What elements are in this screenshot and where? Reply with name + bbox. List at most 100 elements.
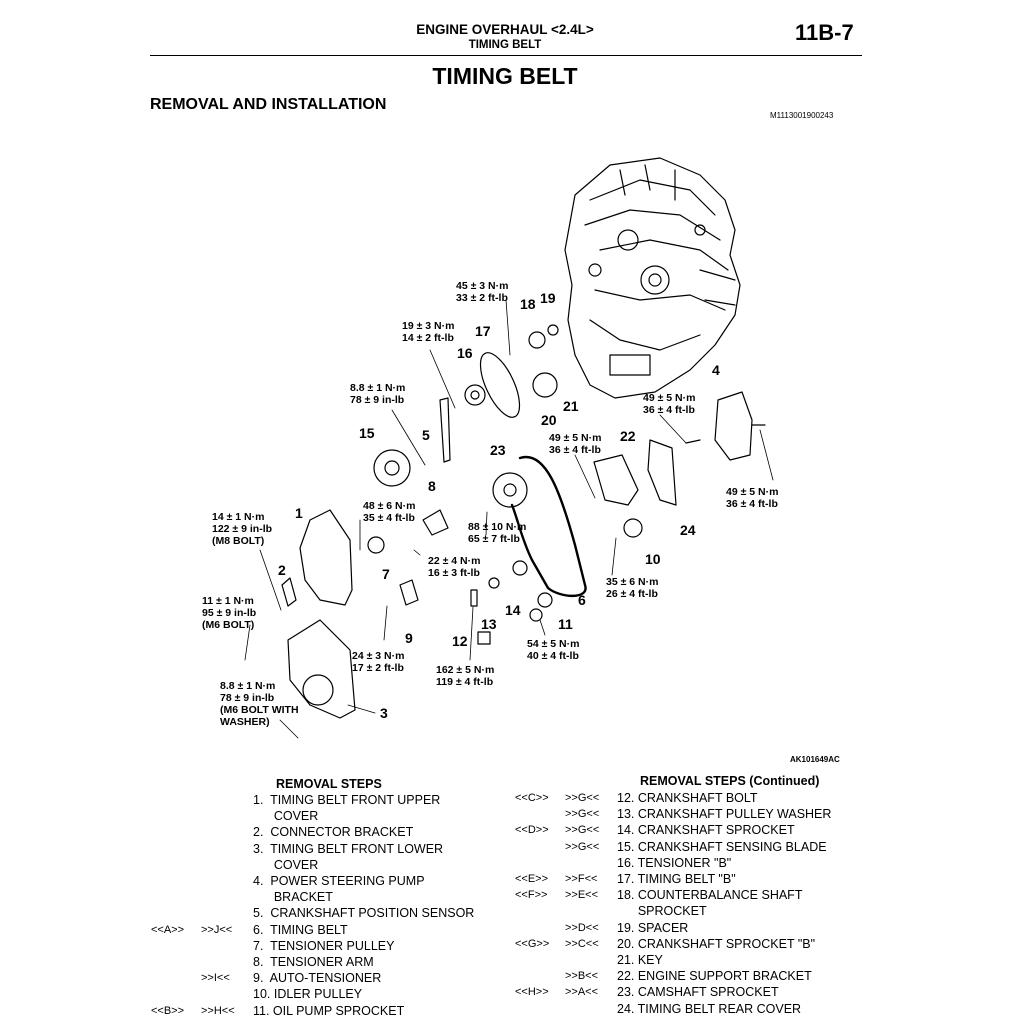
right-removal-mark: <<D>>	[515, 824, 549, 837]
right-step: 22. ENGINE SUPPORT BRACKET	[617, 969, 812, 984]
left-step: COVER	[253, 857, 319, 872]
torque-spec-4a: 49 ± 5 N·m 36 ± 4 ft-lb	[643, 392, 696, 416]
left-step: COVER	[253, 809, 319, 824]
page-title: TIMING BELT	[432, 63, 578, 89]
left-step: 6. TIMING BELT	[253, 922, 348, 937]
header-title: ENGINE OVERHAUL <2.4L>	[416, 22, 594, 37]
right-install-mark: >>C<<	[565, 937, 599, 950]
callout-23: 23	[490, 442, 506, 458]
left-removal-mark: <<A>>	[151, 923, 185, 936]
ps-pump-bracket	[714, 391, 753, 461]
right-install-mark: >>B<<	[565, 970, 599, 983]
right-step: 16. TENSIONER "B"	[617, 855, 732, 870]
page-number: 11B-7	[795, 20, 854, 45]
left-install-mark: >>J<<	[201, 923, 233, 936]
left-step: 7. TENSIONER PULLEY	[253, 938, 395, 953]
torque-spec-9: 24 ± 3 N·m 17 ± 2 ft-lb	[352, 650, 405, 674]
header-rule	[150, 55, 862, 56]
callout-7: 7	[382, 566, 390, 582]
right-step: 15. CRANKSHAFT SENSING BLADE	[617, 839, 827, 854]
callout-6: 6	[578, 592, 586, 608]
callout-15: 15	[359, 425, 375, 441]
right-install-mark: >>F<<	[565, 873, 598, 885]
torque-spec-2: 11 ± 1 N·m 95 ± 9 in-lb (M6 BOLT)	[202, 595, 257, 631]
callout-14: 14	[505, 602, 521, 618]
right-step: 17. TIMING BELT "B"	[617, 872, 736, 886]
callout-20: 20	[541, 412, 557, 428]
right-step: 13. CRANKSHAFT PULLEY WASHER	[617, 807, 832, 822]
right-install-mark: >>G<<	[565, 792, 600, 804]
right-removal-mark: <<F>>	[515, 889, 548, 902]
callout-1: 1	[295, 505, 303, 521]
crank-position-sensor	[439, 397, 451, 463]
figure-id: AK101649AC	[790, 755, 840, 764]
torque-spec-22: 49 ± 5 N·m 36 ± 4 ft-lb	[549, 432, 602, 456]
left-step: 1. TIMING BELT FRONT UPPER	[253, 793, 441, 807]
front-upper-cover	[299, 509, 353, 606]
right-install-mark: >>G<<	[565, 808, 600, 821]
section-title: REMOVAL AND INSTALLATION	[150, 96, 387, 113]
torque-spec-4b: 49 ± 5 N·m 36 ± 4 ft-lb	[726, 486, 779, 510]
right-step: 14. CRANKSHAFT SPROCKET	[617, 823, 795, 838]
torque-spec-18: 45 ± 3 N·m 33 ± 2 ft-lb	[456, 280, 509, 304]
left-step: 11. OIL PUMP SPROCKET	[253, 1003, 405, 1018]
callout-16: 16	[457, 345, 473, 361]
callout-8: 8	[428, 478, 436, 494]
callout-11: 11	[558, 616, 573, 632]
right-install-mark: >>G<<	[565, 824, 600, 837]
torque-spec-16: 19 ± 3 N·m 14 ± 2 ft-lb	[402, 320, 455, 344]
connector-bracket	[281, 577, 297, 607]
right-step: 21. KEY	[617, 953, 663, 967]
left-install-mark: >>H<<	[201, 1004, 235, 1017]
callout-19: 19	[540, 290, 556, 306]
callout-2: 2	[278, 562, 286, 578]
removal-steps-heading: REMOVAL STEPS	[276, 777, 382, 791]
right-install-mark: >>G<<	[565, 840, 600, 853]
right-removal-mark: <<H>>	[515, 986, 549, 999]
right-install-mark: >>E<<	[565, 889, 599, 902]
left-step: 9. AUTO-TENSIONER	[253, 971, 382, 986]
callout-10: 10	[645, 551, 661, 567]
left-step: BRACKET	[253, 890, 333, 905]
right-step: 19. SPACER	[617, 920, 689, 935]
callout-22: 22	[620, 428, 636, 444]
timing-belt	[510, 455, 587, 598]
callout-24: 24	[680, 522, 696, 538]
left-step: 3. TIMING BELT FRONT LOWER	[253, 841, 444, 856]
front-lower-cover	[287, 619, 356, 719]
callout-17: 17	[475, 323, 491, 339]
right-step: 23. CAMSHAFT SPROCKET	[617, 985, 779, 1000]
header-subtitle: TIMING BELT	[468, 39, 542, 51]
document-id: M1113001900243	[770, 111, 834, 120]
callout-18: 18	[520, 296, 536, 312]
callout-21: 21	[563, 398, 579, 414]
callout-3: 3	[380, 705, 388, 721]
right-install-mark: >>D<<	[565, 921, 599, 934]
exploded-diagram	[244, 157, 774, 739]
torque-spec-23: 88 ± 10 N·m 65 ± 7 ft-lb	[468, 521, 527, 545]
callout-9: 9	[405, 630, 413, 646]
left-install-mark: >>I<<	[201, 972, 230, 985]
torque-spec-7: 48 ± 6 N·m 35 ± 4 ft-lb	[363, 500, 416, 524]
right-step: 24. TIMING BELT REAR COVER	[617, 1001, 802, 1016]
left-step: 10. IDLER PULLEY	[253, 987, 363, 1002]
left-step: 4. POWER STEERING PUMP	[253, 874, 425, 888]
left-removal-mark: <<B>>	[151, 1004, 185, 1017]
removal-steps-cont-heading: REMOVAL STEPS (Continued)	[640, 774, 820, 788]
torque-spec-5: 8.8 ± 1 N·m 78 ± 9 in-lb	[350, 382, 406, 406]
torque-spec-8: 22 ± 4 N·m 16 ± 3 ft-lb	[428, 555, 481, 579]
right-step: 20. CRANKSHAFT SPROCKET "B"	[617, 936, 816, 951]
right-step: 18. COUNTERBALANCE SHAFT	[617, 888, 803, 903]
right-install-mark: >>A<<	[565, 986, 599, 999]
callout-5: 5	[422, 427, 430, 443]
torque-spec-10: 35 ± 6 N·m 26 ± 4 ft-lb	[606, 576, 659, 600]
left-step: 2. CONNECTOR BRACKET	[253, 825, 414, 840]
right-removal-mark: <<G>>	[515, 937, 550, 950]
left-step: 8. TENSIONER ARM	[253, 955, 374, 969]
right-step: 12. CRANKSHAFT BOLT	[617, 791, 758, 805]
engine-block-illustration	[564, 157, 741, 399]
right-removal-mark: <<C>>	[515, 792, 549, 804]
torque-spec-3: 8.8 ± 1 N·m 78 ± 9 in-lb (M6 BOLT WITH W…	[220, 680, 299, 728]
callout-12: 12	[452, 633, 468, 649]
left-step: 5. CRANKSHAFT POSITION SENSOR	[253, 906, 475, 921]
